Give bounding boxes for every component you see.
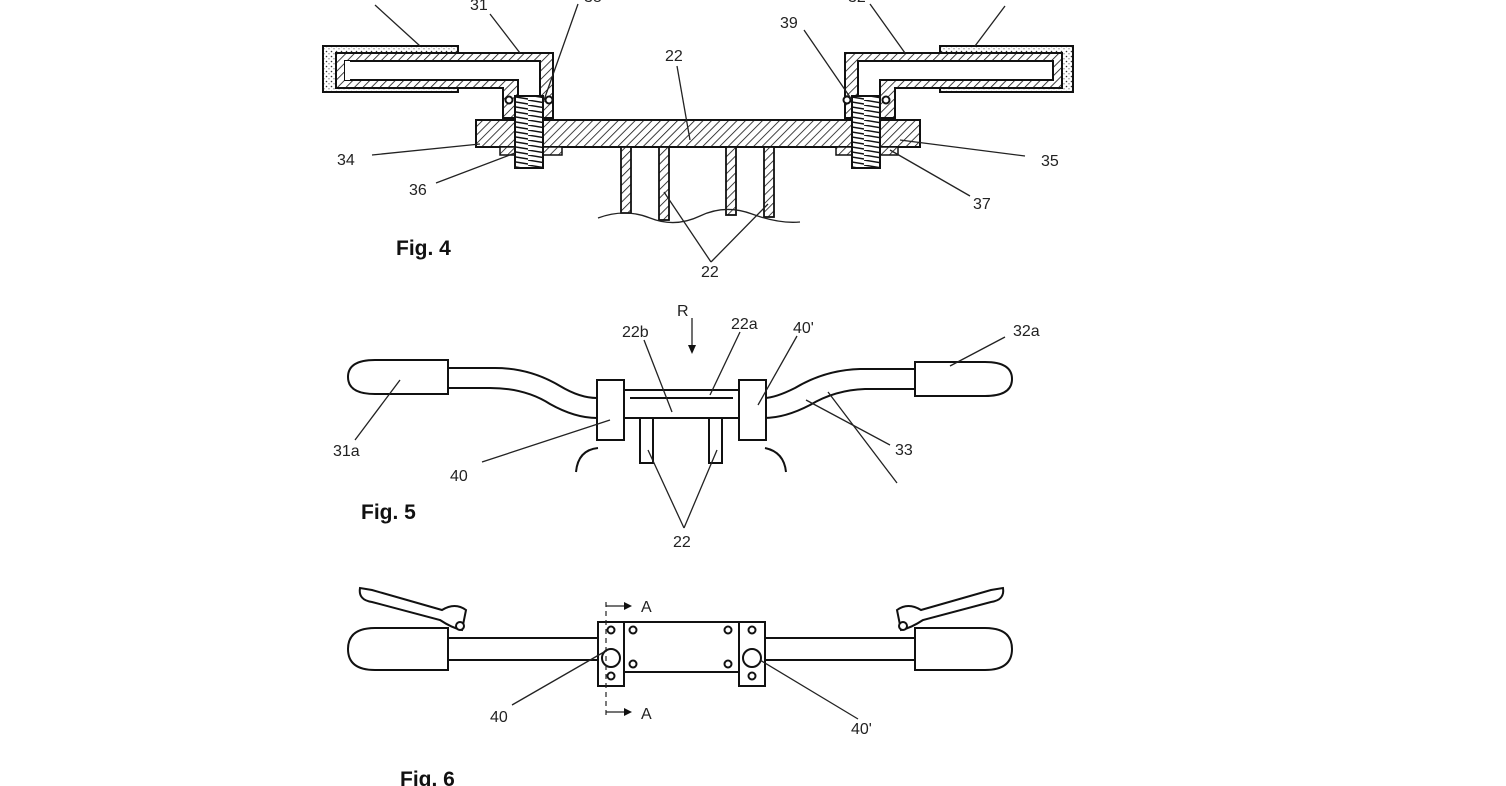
- fig5-label-22: 22: [673, 534, 691, 551]
- center-tube-22a: [623, 389, 740, 419]
- fig5-label-40-prime: 40': [793, 320, 814, 337]
- fig4-label-36: 36: [409, 182, 427, 199]
- fig4-label-39: 39: [780, 15, 798, 32]
- fig6-right-grip: [914, 627, 1014, 671]
- clamp-40-prime: [738, 379, 767, 441]
- figure-5: R 22b 22a 40' 32a 31a 40 33 22 Fig. 5: [333, 303, 1040, 551]
- fork-tube-1: [620, 146, 632, 214]
- left-grip-31a: [346, 359, 449, 395]
- right-brake-lever: [895, 586, 1005, 632]
- fig4-label-31: 31: [470, 0, 488, 14]
- fork-tube-2: [658, 146, 670, 221]
- fig6-caption: Fig. 6: [400, 768, 455, 786]
- fig4-label-22-top: 22: [665, 48, 683, 65]
- fig6-label-40-prime: 40': [851, 721, 872, 738]
- fig6-center-plate: [623, 621, 740, 673]
- fig5-label-33: 33: [895, 442, 913, 459]
- fig6-label-A-top: A: [641, 599, 652, 616]
- fig5-caption: Fig. 5: [361, 501, 416, 524]
- fig4-label-35: 35: [1041, 153, 1059, 170]
- right-grip-32a: [914, 361, 1014, 397]
- fig4-label-38: 38: [584, 0, 602, 6]
- fig5-label-32a: 32a: [1013, 323, 1040, 340]
- fig5-label-22a: 22a: [731, 316, 758, 333]
- fig6-left-grip: [346, 627, 449, 671]
- fig6-label-40: 40: [490, 709, 508, 726]
- fig4-label-22-bottom: 22: [701, 264, 719, 281]
- left-brake-lever: [358, 586, 468, 632]
- fig4-label-34: 34: [337, 152, 355, 169]
- clamp-40: [596, 379, 625, 441]
- fig4-label-37: 37: [973, 196, 991, 213]
- figure-4: 31 38 32 39 22 34 35 36 37 22 Fig. 4: [322, 0, 1074, 281]
- fig4-label-32: 32: [848, 0, 866, 6]
- fig5-label-22b: 22b: [622, 324, 649, 341]
- fig5-label-31a: 31a: [333, 443, 360, 460]
- figure-6: A A 40 40' Fig. 6: [346, 586, 1014, 786]
- left-screw: [514, 95, 544, 169]
- fig5-label-R: R: [677, 303, 689, 320]
- fork-tube-3: [725, 146, 737, 216]
- fig4-caption: Fig. 4: [396, 237, 451, 260]
- fig6-label-A-bottom: A: [641, 706, 652, 723]
- clamp-plate: [475, 119, 921, 148]
- fig5-label-40: 40: [450, 468, 468, 485]
- right-screw: [851, 95, 881, 169]
- fork-tube-4: [763, 146, 775, 218]
